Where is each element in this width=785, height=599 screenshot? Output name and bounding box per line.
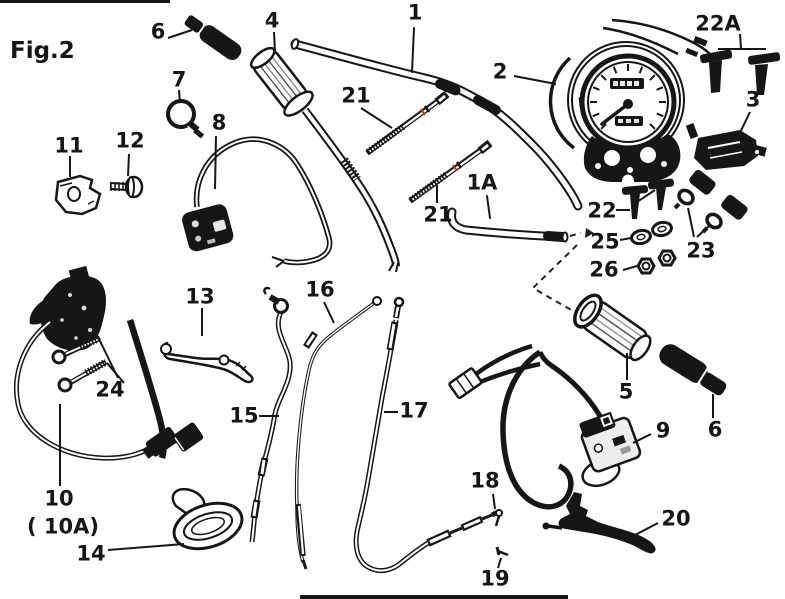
handlebar-alt-1A [447,195,569,243]
right-grip [573,293,652,380]
bar-end-weight-left [184,15,242,61]
part-label-12: 12 [115,128,145,153]
red-alignment-mark [420,108,426,116]
rod-21-lower [408,139,493,204]
gauge-ticks [590,64,666,130]
part-label-16: 16 [305,277,335,302]
part-label-1A: 1A [466,170,498,195]
part-label-18: 18 [470,468,500,493]
rubber-boot [107,487,244,551]
mount-bolts-24 [51,334,125,393]
part-label-13: 13 [185,284,215,309]
part-label-8: 8 [211,110,227,135]
part-label-14: 14 [76,541,106,566]
screw-19 [495,546,509,569]
brake-hose [249,286,293,543]
bolts-23 [673,169,748,238]
switch-assembly-10 [14,265,204,486]
part-label-1: 1 [407,0,423,25]
part-label-9: 9 [655,418,671,443]
part-label-20: 20 [661,506,691,531]
part-label-25: 25 [590,229,620,254]
t-bolts-22A [700,33,781,95]
bar-end-weight-right [659,344,727,418]
nuts-26 [622,249,677,275]
screw-18 [492,493,503,527]
part-label-21-lower: 21 [423,202,453,227]
part-label-5: 5 [618,379,634,404]
part-label-24: 24 [95,377,125,402]
part-label-3: 3 [745,87,761,112]
part-label-22: 22 [587,198,617,223]
part-label-10: 10 [44,486,74,511]
figure-title: Fig.2 [10,38,75,64]
washers-25 [619,220,673,246]
mount-bracket [54,156,102,216]
part-label-11: 11 [54,133,84,158]
part-label-19: 19 [480,566,510,591]
part-label-17: 17 [399,398,429,423]
gauge-needle [600,102,630,126]
throttle-cable [294,296,382,570]
lever-perch [160,308,254,384]
part-label-7: 7 [171,67,187,92]
part-label-23: 23 [686,238,716,263]
part-label-22A: 22A [695,11,741,36]
part-label-6-right: 6 [707,417,723,442]
part-label-15: 15 [229,403,259,428]
part-label-21-upper: 21 [341,83,371,108]
wiring-harness [448,343,603,510]
clamp-holder-3 [685,111,767,170]
assembly-dashed-lines [531,228,594,312]
part-label-6-left: 6 [150,19,166,44]
part-label-2: 2 [492,59,508,84]
red-alignment-mark [452,164,458,172]
part-label-26: 26 [589,257,619,282]
brake-lever [542,492,659,554]
scan-border-artifacts [0,0,568,599]
speedometer-bracket [583,134,681,182]
part-label-4: 4 [264,8,280,33]
clamp-screw [109,153,144,199]
speedometer [513,18,711,182]
handlebar [290,27,583,211]
left-grip [249,31,400,273]
speedo-cable [353,296,502,574]
rod-21-upper [360,90,450,156]
handlebar-clamp [166,89,205,139]
part-label-10A: ( 10A) [27,514,99,539]
right-switch-housing [579,411,652,488]
connector-cluster [142,422,204,459]
left-switch-housing [182,135,333,268]
t-bolts-22 [616,178,675,219]
